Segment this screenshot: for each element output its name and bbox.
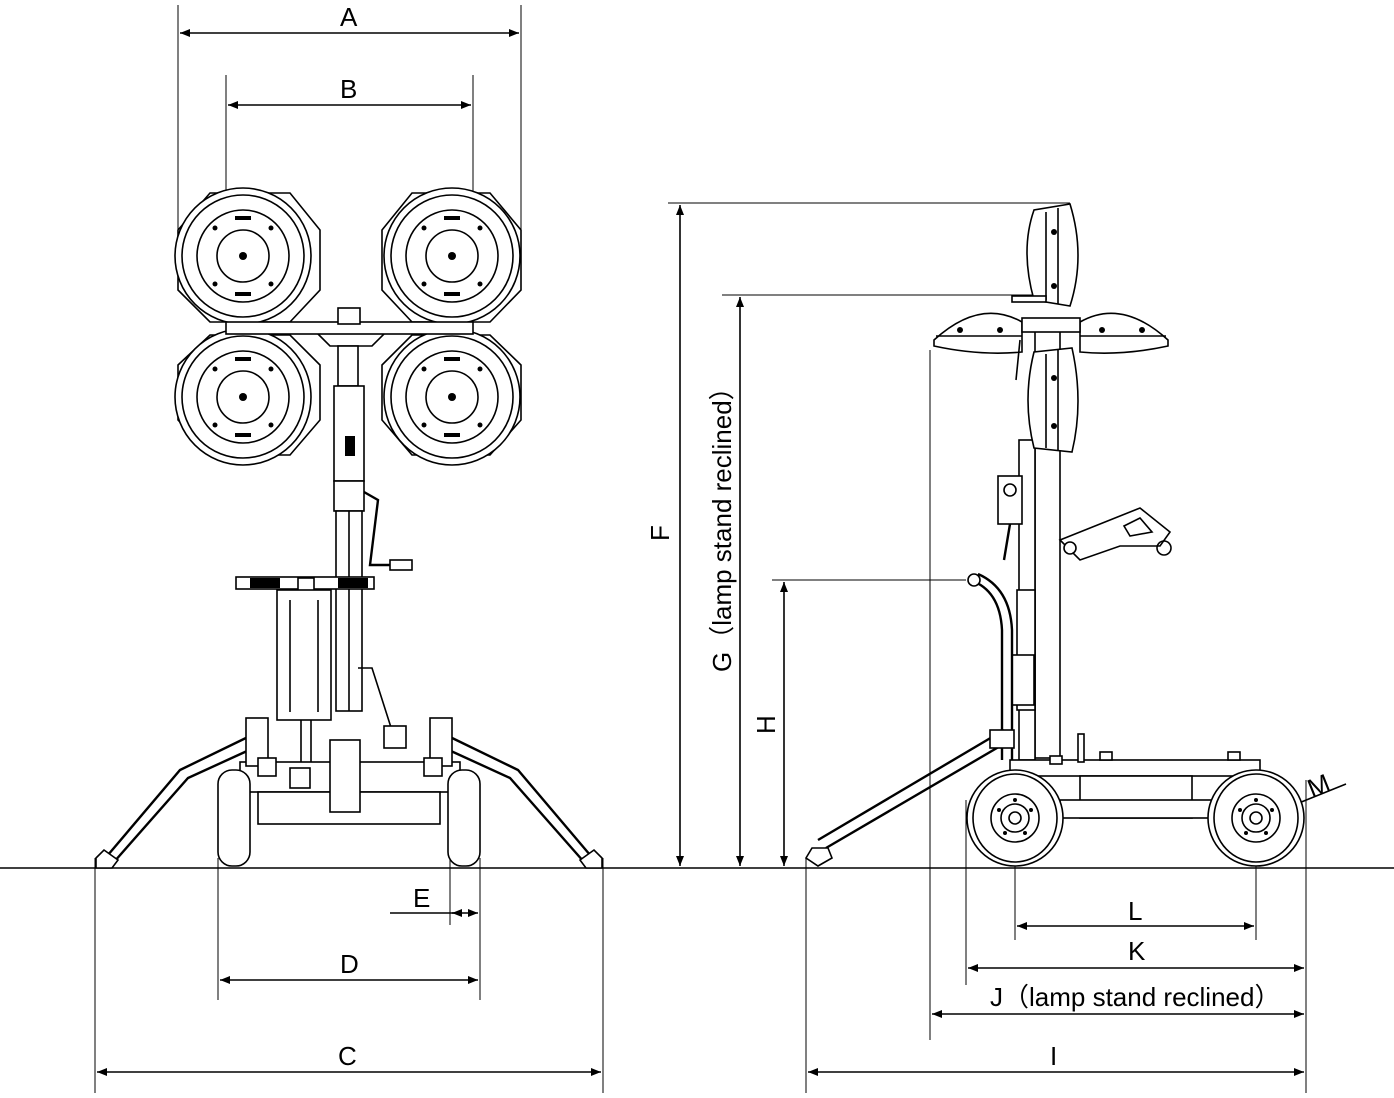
side-winch — [997, 475, 1023, 561]
side-wheel-front — [966, 769, 1064, 867]
label-j: J（lamp stand reclined） — [990, 982, 1280, 1012]
side-wheel-rear — [1207, 769, 1305, 867]
winch-crank — [363, 490, 413, 571]
label-b: B — [340, 74, 357, 104]
wheel-left — [217, 769, 251, 867]
label-m: M — [1303, 768, 1334, 804]
side-view: F G（lamp stand reclined） H I J（lamp stan… — [645, 202, 1347, 1093]
wheel-right — [447, 769, 481, 867]
label-a: A — [340, 2, 358, 32]
outrigger-left — [95, 717, 277, 869]
label-f: F — [645, 525, 675, 541]
lamp-head-top-left — [174, 187, 312, 325]
label-i: I — [1050, 1041, 1057, 1071]
label-d: D — [340, 949, 359, 979]
lamp-head-bottom-left — [174, 328, 312, 466]
side-lamp-left — [933, 312, 1023, 354]
side-lamp-lower — [1027, 347, 1079, 453]
label-h: H — [751, 715, 781, 734]
label-e: E — [413, 883, 430, 913]
side-chassis — [1009, 733, 1271, 819]
lamp-head-bottom-right — [383, 328, 521, 466]
side-lamp-right — [1079, 312, 1169, 354]
label-l: L — [1128, 896, 1142, 926]
lamp-head-top-right — [383, 187, 521, 325]
front-view: A B C D E — [94, 2, 604, 1093]
side-outrigger — [804, 728, 1015, 867]
mast — [333, 345, 365, 712]
battery-box — [276, 589, 332, 721]
lifting-hook — [1058, 507, 1172, 561]
outrigger-right — [423, 717, 603, 869]
label-k: K — [1128, 936, 1146, 966]
side-lamp-upper — [1026, 203, 1079, 307]
label-c: C — [338, 1041, 357, 1071]
label-g: G（lamp stand reclined） — [707, 374, 737, 672]
